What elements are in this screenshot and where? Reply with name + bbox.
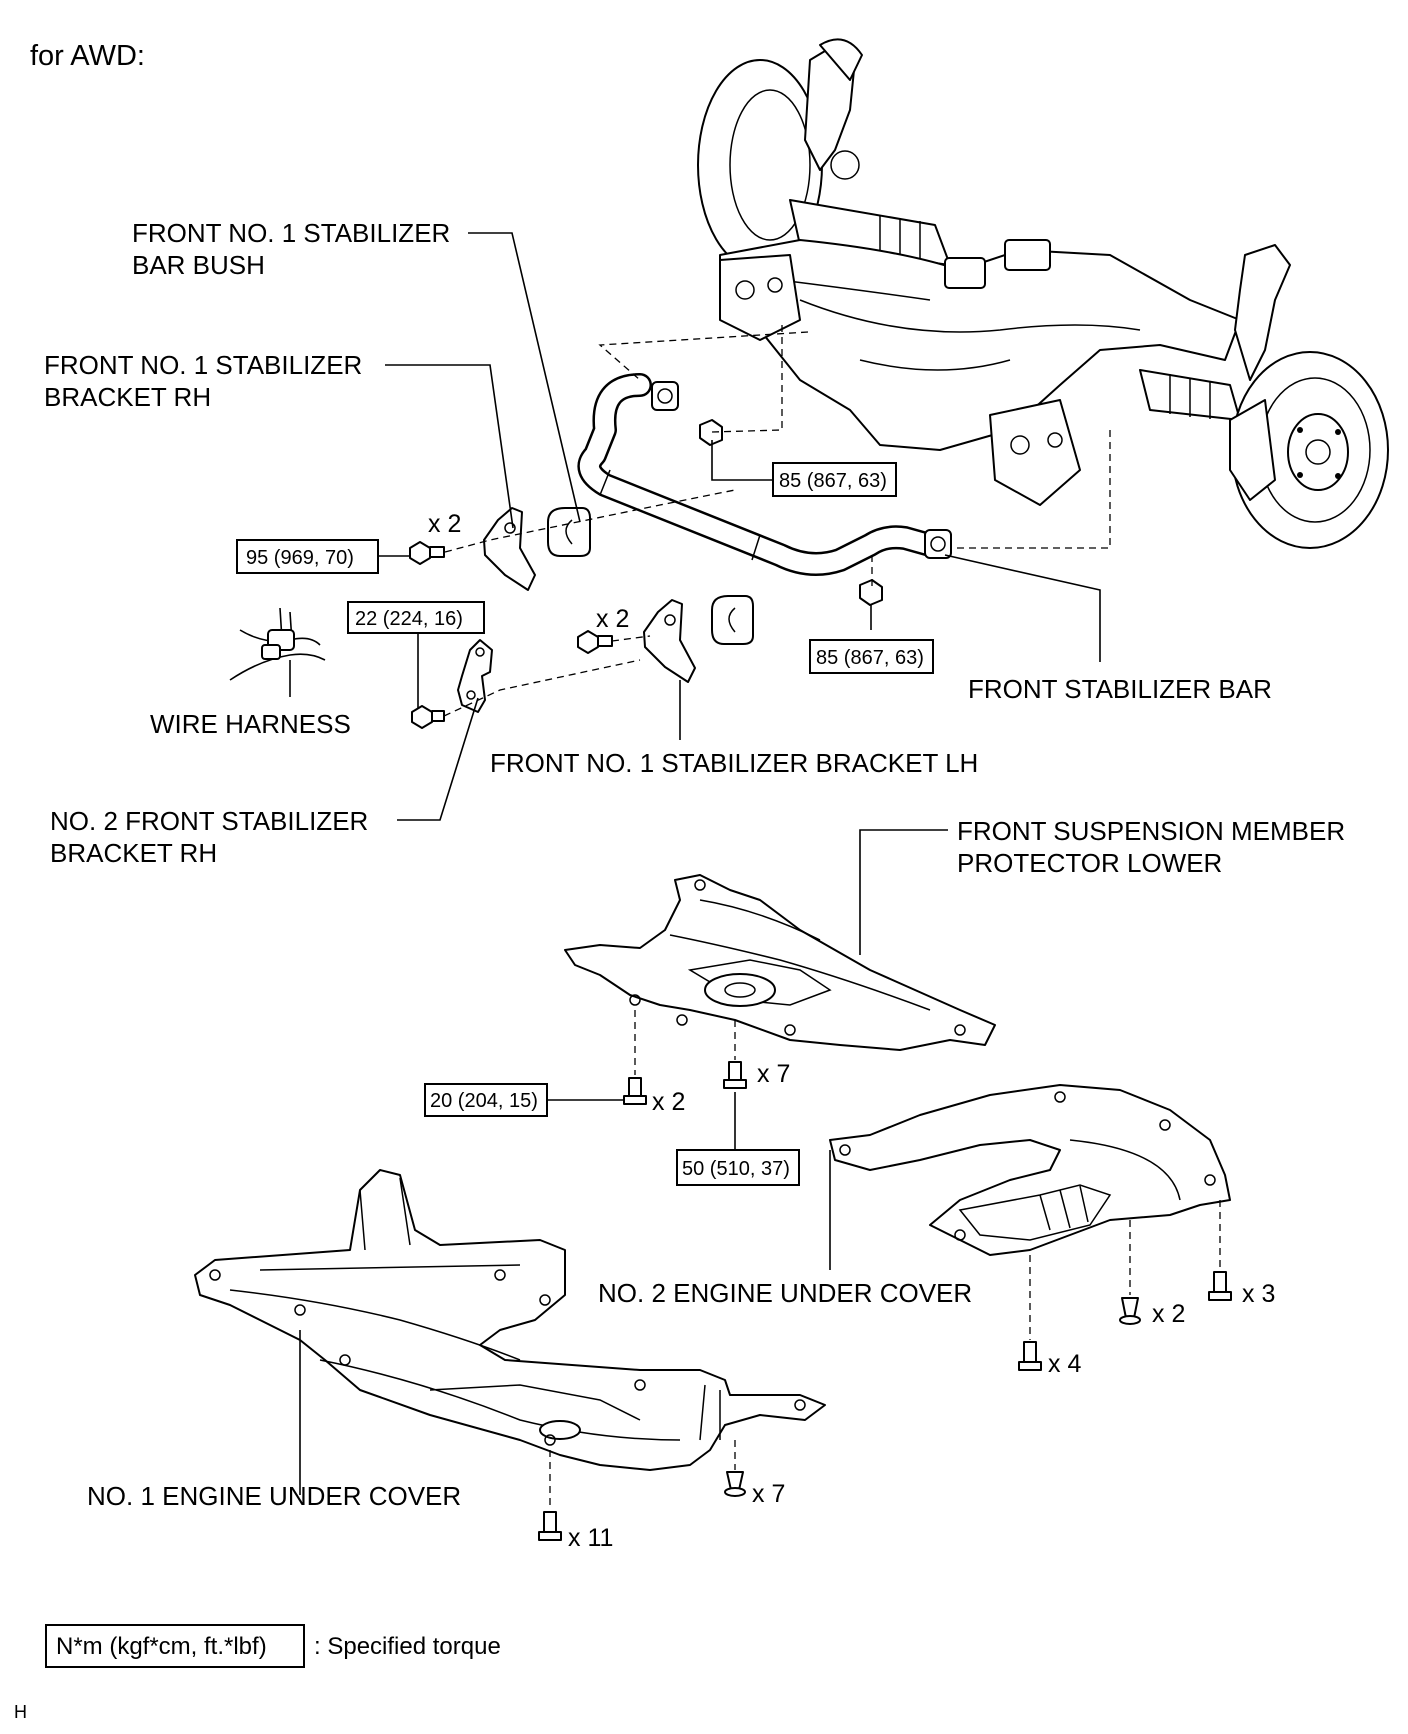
label-protector-lower-1: FRONT SUSPENSION MEMBER — [957, 816, 1345, 846]
no2-front-stabilizer-bracket-rh — [457, 639, 493, 713]
qty-protector-bolts-a: x 2 — [652, 1088, 685, 1116]
torque-no2-bracket-bolt: 22 (224, 16) — [355, 608, 463, 630]
label-no1-engine-cover: NO. 1 ENGINE UNDER COVER — [87, 1481, 461, 1511]
legend: N*m (kgf*cm, ft.*lbf) : Specified torque — [45, 1624, 501, 1668]
label-bracket-rh-2: BRACKET RH — [44, 382, 211, 412]
label-bar-bush-2: BAR BUSH — [132, 250, 265, 280]
front-suspension-member-protector-lower — [564, 874, 996, 1051]
label-no2-bracket-rh-1: NO. 2 FRONT STABILIZER — [50, 806, 368, 836]
no1-cover-clip — [724, 1440, 746, 1497]
qty-no2-cover-a: x 4 — [1048, 1350, 1081, 1378]
stabilizer-nut-lower — [859, 579, 883, 606]
leader-lines — [289, 232, 1101, 1495]
stabilizer-nut-upper — [699, 419, 723, 446]
qty-no2-cover-c: x 3 — [1242, 1280, 1275, 1308]
torque-box-protector-bolt-b: 50 (510, 37) — [676, 1149, 800, 1186]
bracket-rh-bolt — [409, 541, 445, 565]
torque-stab-nut-lower: 85 (867, 63) — [816, 647, 924, 669]
torque-box-no2-bracket-bolt: 22 (224, 16) — [347, 601, 485, 634]
qty-no1-cover-clips: x 7 — [752, 1480, 785, 1508]
footer-code: H — [14, 1702, 27, 1722]
label-no2-engine-cover: NO. 2 ENGINE UNDER COVER — [598, 1278, 972, 1308]
front-stabilizer-bar — [577, 373, 952, 576]
front-suspension-member-assembly — [697, 38, 1389, 549]
no2-cover-clip-b — [1119, 1220, 1141, 1325]
torque-box-stab-nut-lower: 85 (867, 63) — [809, 639, 934, 674]
no1-cover-bolt — [538, 1450, 562, 1541]
label-no2-bracket-rh-2: BRACKET RH — [50, 838, 217, 868]
label-protector-lower-2: PROTECTOR LOWER — [957, 848, 1222, 878]
no2-engine-under-cover — [829, 1084, 1231, 1256]
qty-no2-cover-b: x 2 — [1152, 1300, 1185, 1328]
front-no1-stabilizer-bar-bush — [547, 507, 591, 557]
alignment-dashes-upper — [443, 325, 1111, 717]
torque-box-protector-bolt-a: 20 (204, 15) — [424, 1083, 548, 1117]
qty-protector-bolts-b: x 7 — [757, 1060, 790, 1088]
torque-bracket-rh-bolt: 95 (969, 70) — [246, 547, 354, 569]
front-no1-stabilizer-bracket-rh — [483, 507, 536, 591]
no1-engine-under-cover — [194, 1169, 826, 1471]
protector-bolt-b — [723, 1020, 747, 1089]
bracket-lh-bolt — [577, 630, 613, 654]
wire-harness — [229, 607, 326, 681]
label-bracket-lh: FRONT NO. 1 STABILIZER BRACKET LH — [490, 748, 978, 778]
label-stabilizer-bar: FRONT STABILIZER BAR — [968, 674, 1272, 704]
front-no1-stabilizer-bracket-lh — [643, 599, 696, 683]
torque-box-bracket-rh-bolt: 95 (969, 70) — [236, 539, 379, 574]
label-bracket-rh-1: FRONT NO. 1 STABILIZER — [44, 350, 362, 380]
torque-protector-bolt-a: 20 (204, 15) — [430, 1090, 538, 1112]
torque-protector-bolt-b: 50 (510, 37) — [682, 1158, 790, 1180]
torque-stab-nut-upper: 85 (867, 63) — [779, 470, 887, 492]
legend-unit: N*m (kgf*cm, ft.*lbf) — [56, 1633, 267, 1660]
qty-bracket-rh-bolts: x 2 — [428, 510, 461, 538]
label-bar-bush-1: FRONT NO. 1 STABILIZER — [132, 218, 450, 248]
no2-cover-bolt-a — [1018, 1255, 1042, 1371]
front-no1-stabilizer-bar-bush-lh — [711, 595, 754, 645]
diagram-title: for AWD: — [30, 40, 145, 72]
no2-bracket-bolt — [411, 705, 445, 729]
no2-cover-bolt-c — [1208, 1200, 1232, 1301]
label-wire-harness: WIRE HARNESS — [150, 709, 351, 739]
legend-description: : Specified torque — [314, 1633, 501, 1660]
torque-box-stab-nut-upper: 85 (867, 63) — [772, 462, 897, 497]
qty-no1-cover-bolts: x 11 — [568, 1524, 613, 1552]
qty-bracket-lh-bolts: x 2 — [596, 605, 629, 633]
protector-bolt-a — [623, 1010, 647, 1105]
